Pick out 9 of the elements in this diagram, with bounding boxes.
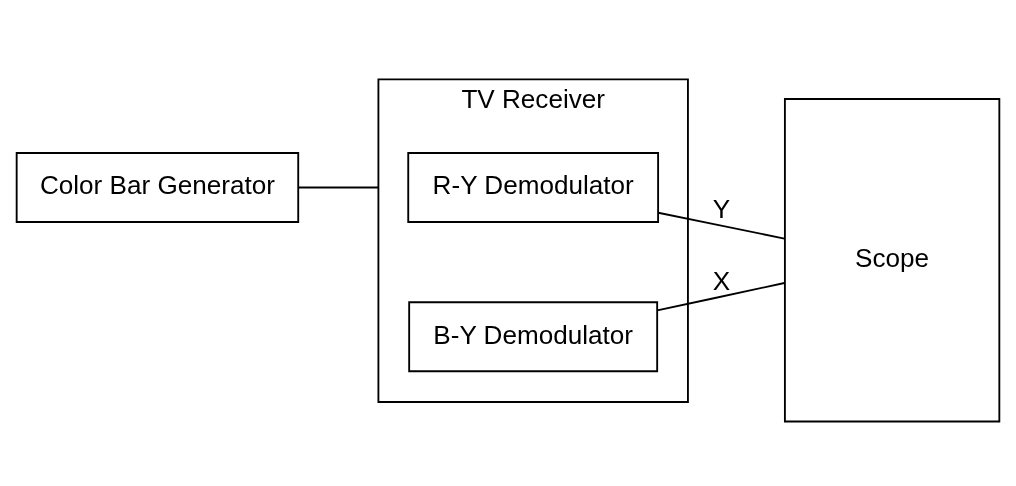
node-box: R-Y Demodulator [407, 152, 660, 223]
node-box: B-Y Demodulator [408, 301, 659, 373]
connector [657, 211, 786, 240]
edge-label: X [712, 266, 731, 297]
node-box: Color Bar Generator [15, 152, 300, 223]
connector [297, 186, 380, 189]
connector [656, 282, 786, 312]
node-box: Scope [783, 98, 1001, 423]
edge-label: Y [712, 193, 731, 224]
